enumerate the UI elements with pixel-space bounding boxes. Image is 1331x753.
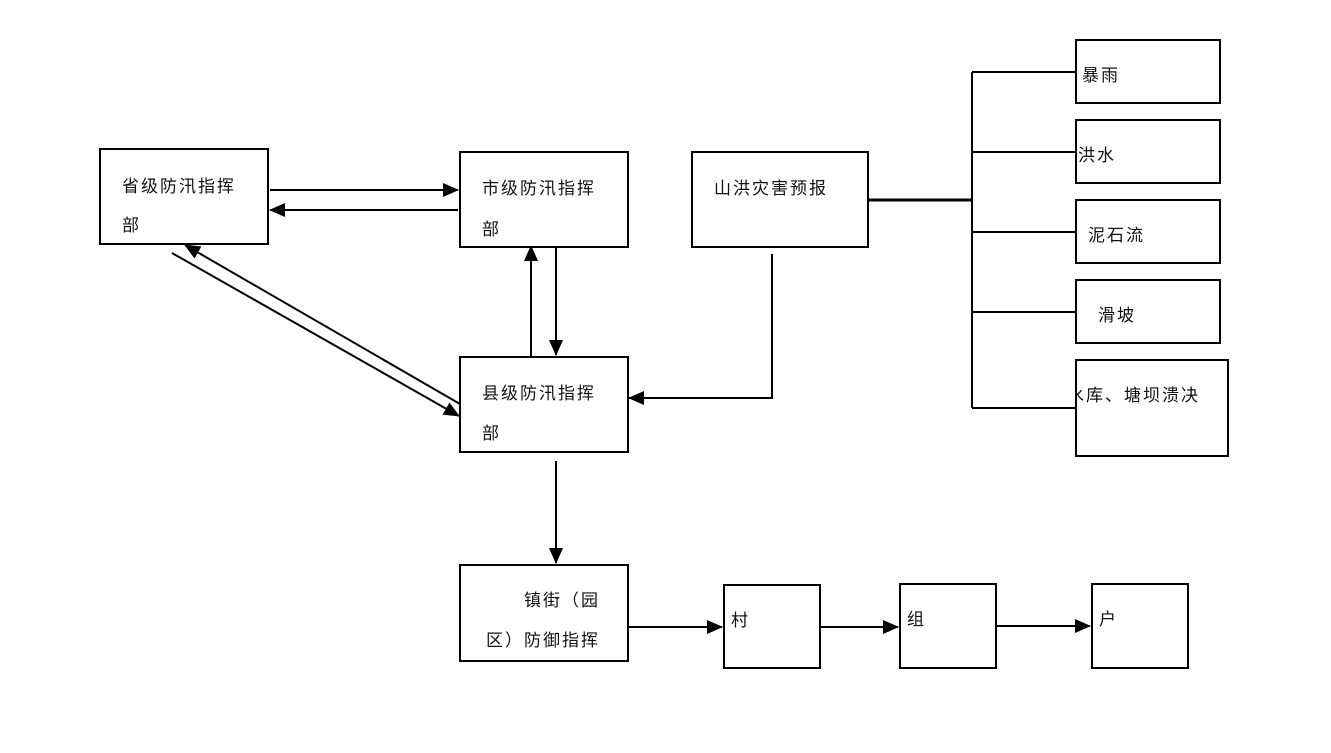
hazard-landslide-label: 滑坡 xyxy=(1098,306,1136,326)
arrow-county-to-province xyxy=(184,244,461,405)
town-label-line1: 镇街（园 xyxy=(524,591,600,611)
city-command-node: 市级防汛指挥 部 xyxy=(459,151,629,248)
hazard-flood-label: 洪水 xyxy=(1078,146,1116,166)
town-defense-node: 镇街（园 区）防御指挥 xyxy=(459,564,629,662)
county-label-line1: 县级防汛指挥 xyxy=(482,384,596,404)
household-node: 户 xyxy=(1091,583,1189,669)
forecast-label: 山洪灾害预报 xyxy=(714,179,828,199)
household-label: 户 xyxy=(1099,610,1118,630)
hazard-landslide-node: 滑坡 xyxy=(1075,279,1221,344)
city-label-line2: 部 xyxy=(482,220,501,240)
province-label-line2: 部 xyxy=(122,216,141,236)
city-label-line1: 市级防汛指挥 xyxy=(482,179,596,199)
county-label-line2: 部 xyxy=(482,424,501,444)
county-command-node: 县级防汛指挥 部 xyxy=(459,356,629,453)
hazard-dam-break-node: 水库、塘坝溃决 xyxy=(1075,359,1229,457)
village-label: 村 xyxy=(731,611,750,631)
hazard-debris-flow-label: 泥石流 xyxy=(1088,226,1145,246)
hazard-dam-break-label: 水库、塘坝溃决 xyxy=(1075,386,1200,406)
village-node: 村 xyxy=(723,584,821,669)
province-label-line1: 省级防汛指挥 xyxy=(122,177,236,197)
group-node: 组 xyxy=(899,583,997,669)
hazard-rainstorm-node: 暴雨 xyxy=(1075,39,1221,104)
province-command-node: 省级防汛指挥 部 xyxy=(99,148,269,245)
hazard-flood-node: 洪水 xyxy=(1075,119,1221,184)
hazard-rainstorm-label: 暴雨 xyxy=(1082,66,1120,86)
arrow-province-to-county xyxy=(171,252,460,417)
town-label-line2: 区）防御指挥 xyxy=(486,631,600,651)
arrow-forecast-to-county xyxy=(628,254,773,405)
hazard-debris-flow-node: 泥石流 xyxy=(1075,199,1221,264)
group-label: 组 xyxy=(907,610,926,630)
flash-flood-forecast-node: 山洪灾害预报 xyxy=(691,151,869,248)
